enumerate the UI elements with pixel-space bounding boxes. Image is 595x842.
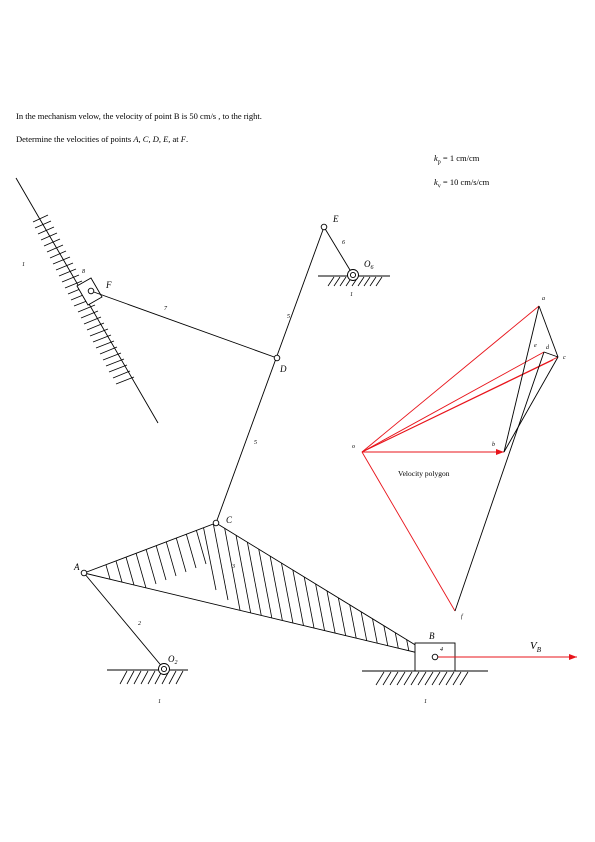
link-number-labels: 1 8 7 6 5 5 1 3 2 4 1 1 xyxy=(22,240,443,705)
label-c: C xyxy=(226,515,233,525)
label-o6-sub: 6 xyxy=(371,265,374,271)
link-label-4: 4 xyxy=(440,646,443,653)
label-e: E xyxy=(332,214,339,224)
velocity-polygon: o a b c d e f Velocity polygon xyxy=(352,296,566,620)
poly-label-f: f xyxy=(461,613,464,620)
label-f: F xyxy=(105,280,112,290)
pivot-o2-inner xyxy=(160,665,168,673)
link-label-3: 3 xyxy=(231,564,235,570)
link-label-7: 7 xyxy=(164,306,168,312)
link-label-8: 8 xyxy=(82,269,85,275)
task-prefix: Determine the velocities of points xyxy=(16,134,134,144)
label-o2-sub: 2 xyxy=(175,660,178,666)
ground-b-hatching xyxy=(375,671,469,686)
label-vb-sub: B xyxy=(537,646,542,654)
problem-task: Determine the velocities of points A, C,… xyxy=(16,134,188,144)
joint-c xyxy=(212,519,220,527)
kv-sub: v xyxy=(437,183,441,190)
task-end: F xyxy=(180,134,186,144)
poly-label-a: a xyxy=(542,296,545,302)
vector-od xyxy=(361,359,554,453)
problem-statement-text: In the mechanism velow, the velocity of … xyxy=(16,111,262,121)
link-label-2: 2 xyxy=(138,621,141,627)
label-b: B xyxy=(429,631,435,641)
velocity-polygon-title: Velocity polygon xyxy=(398,469,450,478)
label-o2-main: O xyxy=(168,654,175,664)
label-o2: O2 xyxy=(168,654,178,666)
link-label-1-ground-4: 1 xyxy=(424,699,427,705)
kv-symbol: k xyxy=(434,177,438,187)
position-scale: kp = 1 cm/cm xyxy=(434,153,479,166)
link-label-1-left: 1 xyxy=(22,262,25,268)
label-o6-main: O xyxy=(364,259,371,269)
link-7 xyxy=(90,290,278,359)
vector-of xyxy=(361,451,456,612)
mechanism-labels: F D E C A B O6 O2 VB xyxy=(73,214,542,666)
task-period: . xyxy=(186,134,189,144)
relative-velocity-lines xyxy=(454,305,559,612)
label-o6: O6 xyxy=(364,259,374,271)
line-bc xyxy=(503,356,559,453)
vector-oe xyxy=(361,351,545,453)
link-3-plate xyxy=(82,522,436,658)
problem-statement: In the mechanism velow, the velocity of … xyxy=(16,111,262,121)
link-label-5-lower: 5 xyxy=(254,440,257,446)
slope-hatching xyxy=(32,214,135,385)
line-ac xyxy=(538,305,559,358)
joint-a xyxy=(80,569,88,577)
link-label-5-upper: 5 xyxy=(287,314,290,320)
joint-e xyxy=(320,223,328,231)
line-ef xyxy=(454,351,545,612)
link-3-hatching xyxy=(95,523,435,657)
joint-d xyxy=(273,354,281,362)
label-vb: VB xyxy=(530,640,542,654)
poly-label-b: b xyxy=(492,442,495,448)
ground-o2 xyxy=(107,669,188,685)
link-label-1-top: 1 xyxy=(350,292,353,298)
link-label-6: 6 xyxy=(342,240,345,246)
link-label-1-ground-2: 1 xyxy=(158,699,161,705)
task-points: A, C, D, E, xyxy=(133,134,171,144)
line-ec xyxy=(543,351,559,358)
pivot-o6-inner xyxy=(349,271,357,279)
vector-oa xyxy=(361,305,540,453)
joint-f xyxy=(87,287,95,295)
joint-b xyxy=(431,653,439,661)
kp-symbol: k xyxy=(434,153,438,163)
absolute-velocity-vectors xyxy=(361,305,559,612)
label-vb-main: V xyxy=(530,640,538,652)
polygon-labels: o a b c d e f xyxy=(352,296,566,620)
poly-label-o: o xyxy=(352,444,355,450)
velocity-scale: kv = 10 cm/s/cm xyxy=(434,177,489,190)
poly-label-e: e xyxy=(534,343,537,349)
link-3-outline xyxy=(82,522,436,658)
kv-value: = 10 cm/s/cm xyxy=(440,177,490,187)
line-ab xyxy=(503,305,540,453)
link-6 xyxy=(323,226,354,276)
label-d: D xyxy=(279,364,287,374)
label-a: A xyxy=(73,562,80,572)
kp-sub: p xyxy=(437,159,441,166)
task-mid: at xyxy=(170,134,181,144)
poly-label-c: c xyxy=(563,355,566,361)
joints xyxy=(80,223,439,675)
poly-label-d: d xyxy=(546,345,550,351)
link-5 xyxy=(215,226,325,524)
ground-b xyxy=(362,670,488,686)
kp-value: = 1 cm/cm xyxy=(440,153,480,163)
link-2 xyxy=(83,572,165,670)
ground-o2-hatching xyxy=(119,670,184,685)
